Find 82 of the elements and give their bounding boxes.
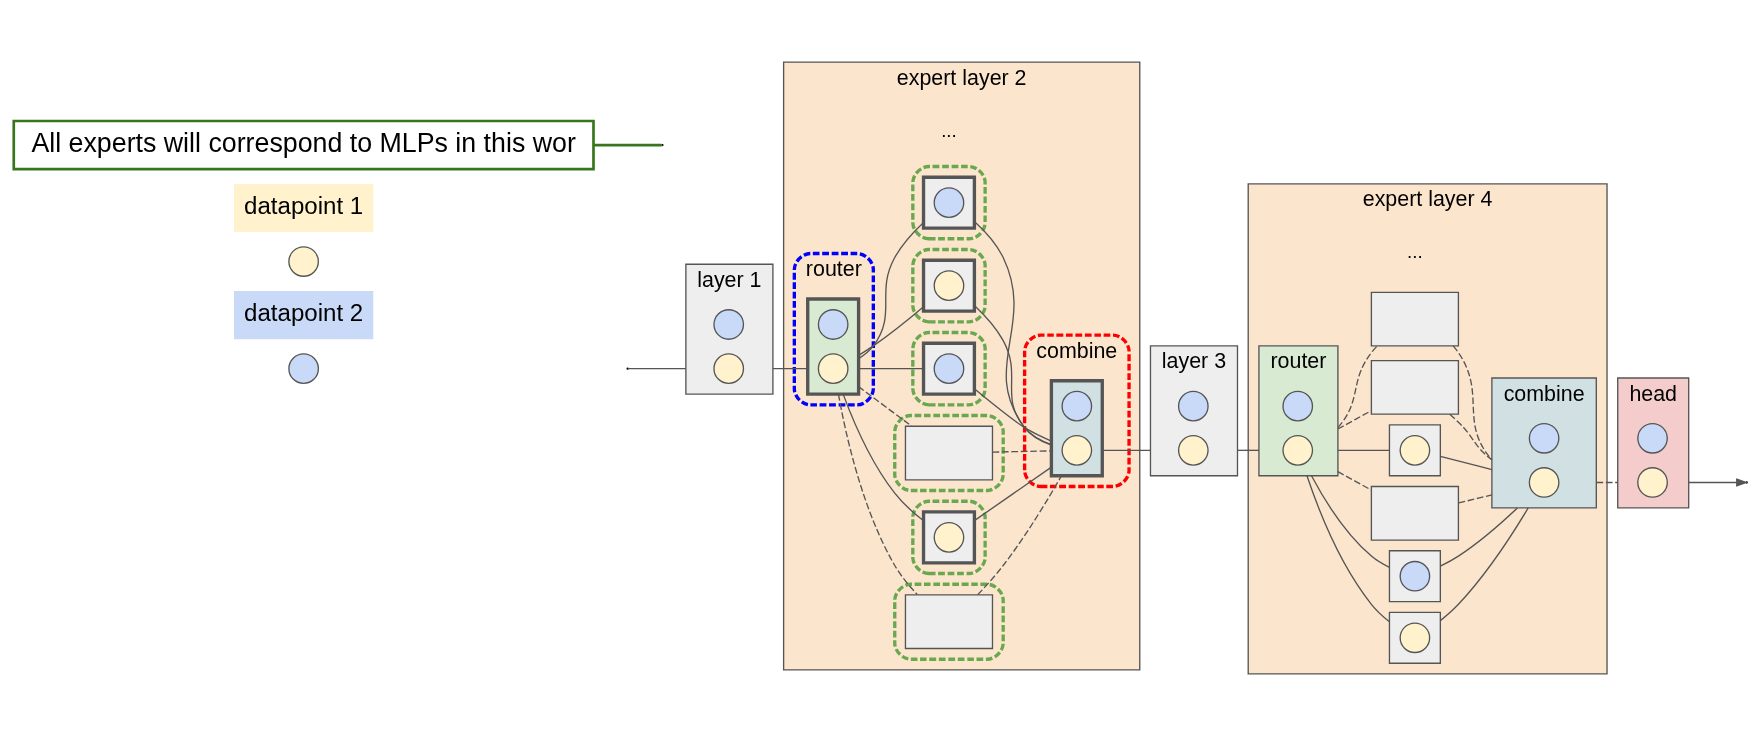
cluster: layer 3 xyxy=(1149,344,1239,476)
node-box xyxy=(904,593,994,649)
node-circle xyxy=(1637,466,1668,498)
cluster xyxy=(893,413,1005,492)
cluster: router xyxy=(792,251,875,406)
connector xyxy=(973,465,1053,521)
cluster xyxy=(921,509,977,564)
node-circle xyxy=(713,352,745,384)
connector xyxy=(837,392,919,595)
node-circle xyxy=(933,352,965,384)
cluster xyxy=(921,258,977,313)
node-circle xyxy=(933,269,965,301)
connector xyxy=(1452,344,1493,460)
node-circle xyxy=(1177,390,1209,422)
node-box xyxy=(1370,291,1460,347)
connector xyxy=(992,449,1053,453)
cluster xyxy=(911,247,987,323)
cluster: combine xyxy=(1491,376,1597,509)
cluster xyxy=(1388,423,1441,476)
connector xyxy=(973,220,1053,446)
connector xyxy=(1337,344,1378,428)
label: ... xyxy=(1407,240,1423,262)
node-circle xyxy=(713,308,745,340)
connector xyxy=(857,385,913,427)
cluster xyxy=(921,341,977,396)
cluster xyxy=(911,499,987,575)
connector xyxy=(1306,474,1391,622)
node-box xyxy=(904,425,994,480)
node-circle xyxy=(1282,390,1314,422)
connector xyxy=(1449,413,1493,460)
connector xyxy=(1101,449,1152,451)
connector xyxy=(977,474,1063,595)
node-circle xyxy=(1399,560,1431,592)
node-box: All experts will correspond to MLPs in this wor xyxy=(12,119,595,170)
cluster xyxy=(921,175,977,230)
cluster xyxy=(1049,378,1104,477)
connector xyxy=(1236,449,1260,451)
node-circle xyxy=(817,352,849,384)
label: datapoint 2 xyxy=(244,298,364,326)
cluster: layer 1 xyxy=(685,263,774,395)
node-circle xyxy=(817,308,849,340)
label: datapoint 1 xyxy=(244,191,364,219)
cluster xyxy=(1388,549,1441,602)
connector xyxy=(1595,481,1619,483)
cluster xyxy=(911,330,987,406)
node-circle xyxy=(1061,434,1093,466)
cluster xyxy=(911,164,987,240)
node-circle xyxy=(288,245,320,277)
connector xyxy=(842,392,925,521)
node-circle xyxy=(1061,390,1093,422)
connector xyxy=(1310,474,1391,568)
node-box xyxy=(1370,485,1460,541)
connector xyxy=(1337,449,1391,451)
node-circle xyxy=(1282,434,1314,466)
node-circle xyxy=(1399,621,1431,653)
cluster: combine xyxy=(1022,333,1131,488)
connector xyxy=(1439,506,1519,567)
connector xyxy=(973,304,1053,445)
connector xyxy=(857,367,925,369)
node-circle xyxy=(1637,422,1668,454)
cluster xyxy=(806,296,861,396)
node-circle xyxy=(1177,434,1209,466)
connector xyxy=(772,367,809,369)
connector xyxy=(1458,493,1493,504)
cluster xyxy=(893,582,1005,661)
node-box xyxy=(1370,359,1460,415)
node-circle xyxy=(933,186,965,218)
connector xyxy=(1337,409,1372,430)
connector xyxy=(1439,455,1493,470)
label: ... xyxy=(941,119,957,141)
node-circle xyxy=(1528,422,1560,454)
connector xyxy=(857,221,925,359)
node-circle xyxy=(288,352,320,384)
node-circle xyxy=(1528,466,1560,498)
connector xyxy=(1439,506,1529,621)
cluster: head xyxy=(1617,376,1690,509)
node-circle xyxy=(933,521,965,553)
connector xyxy=(857,305,925,356)
node-circle xyxy=(1399,434,1431,466)
connector xyxy=(973,387,1053,442)
cluster: router xyxy=(1258,344,1339,476)
cluster xyxy=(1388,611,1441,664)
